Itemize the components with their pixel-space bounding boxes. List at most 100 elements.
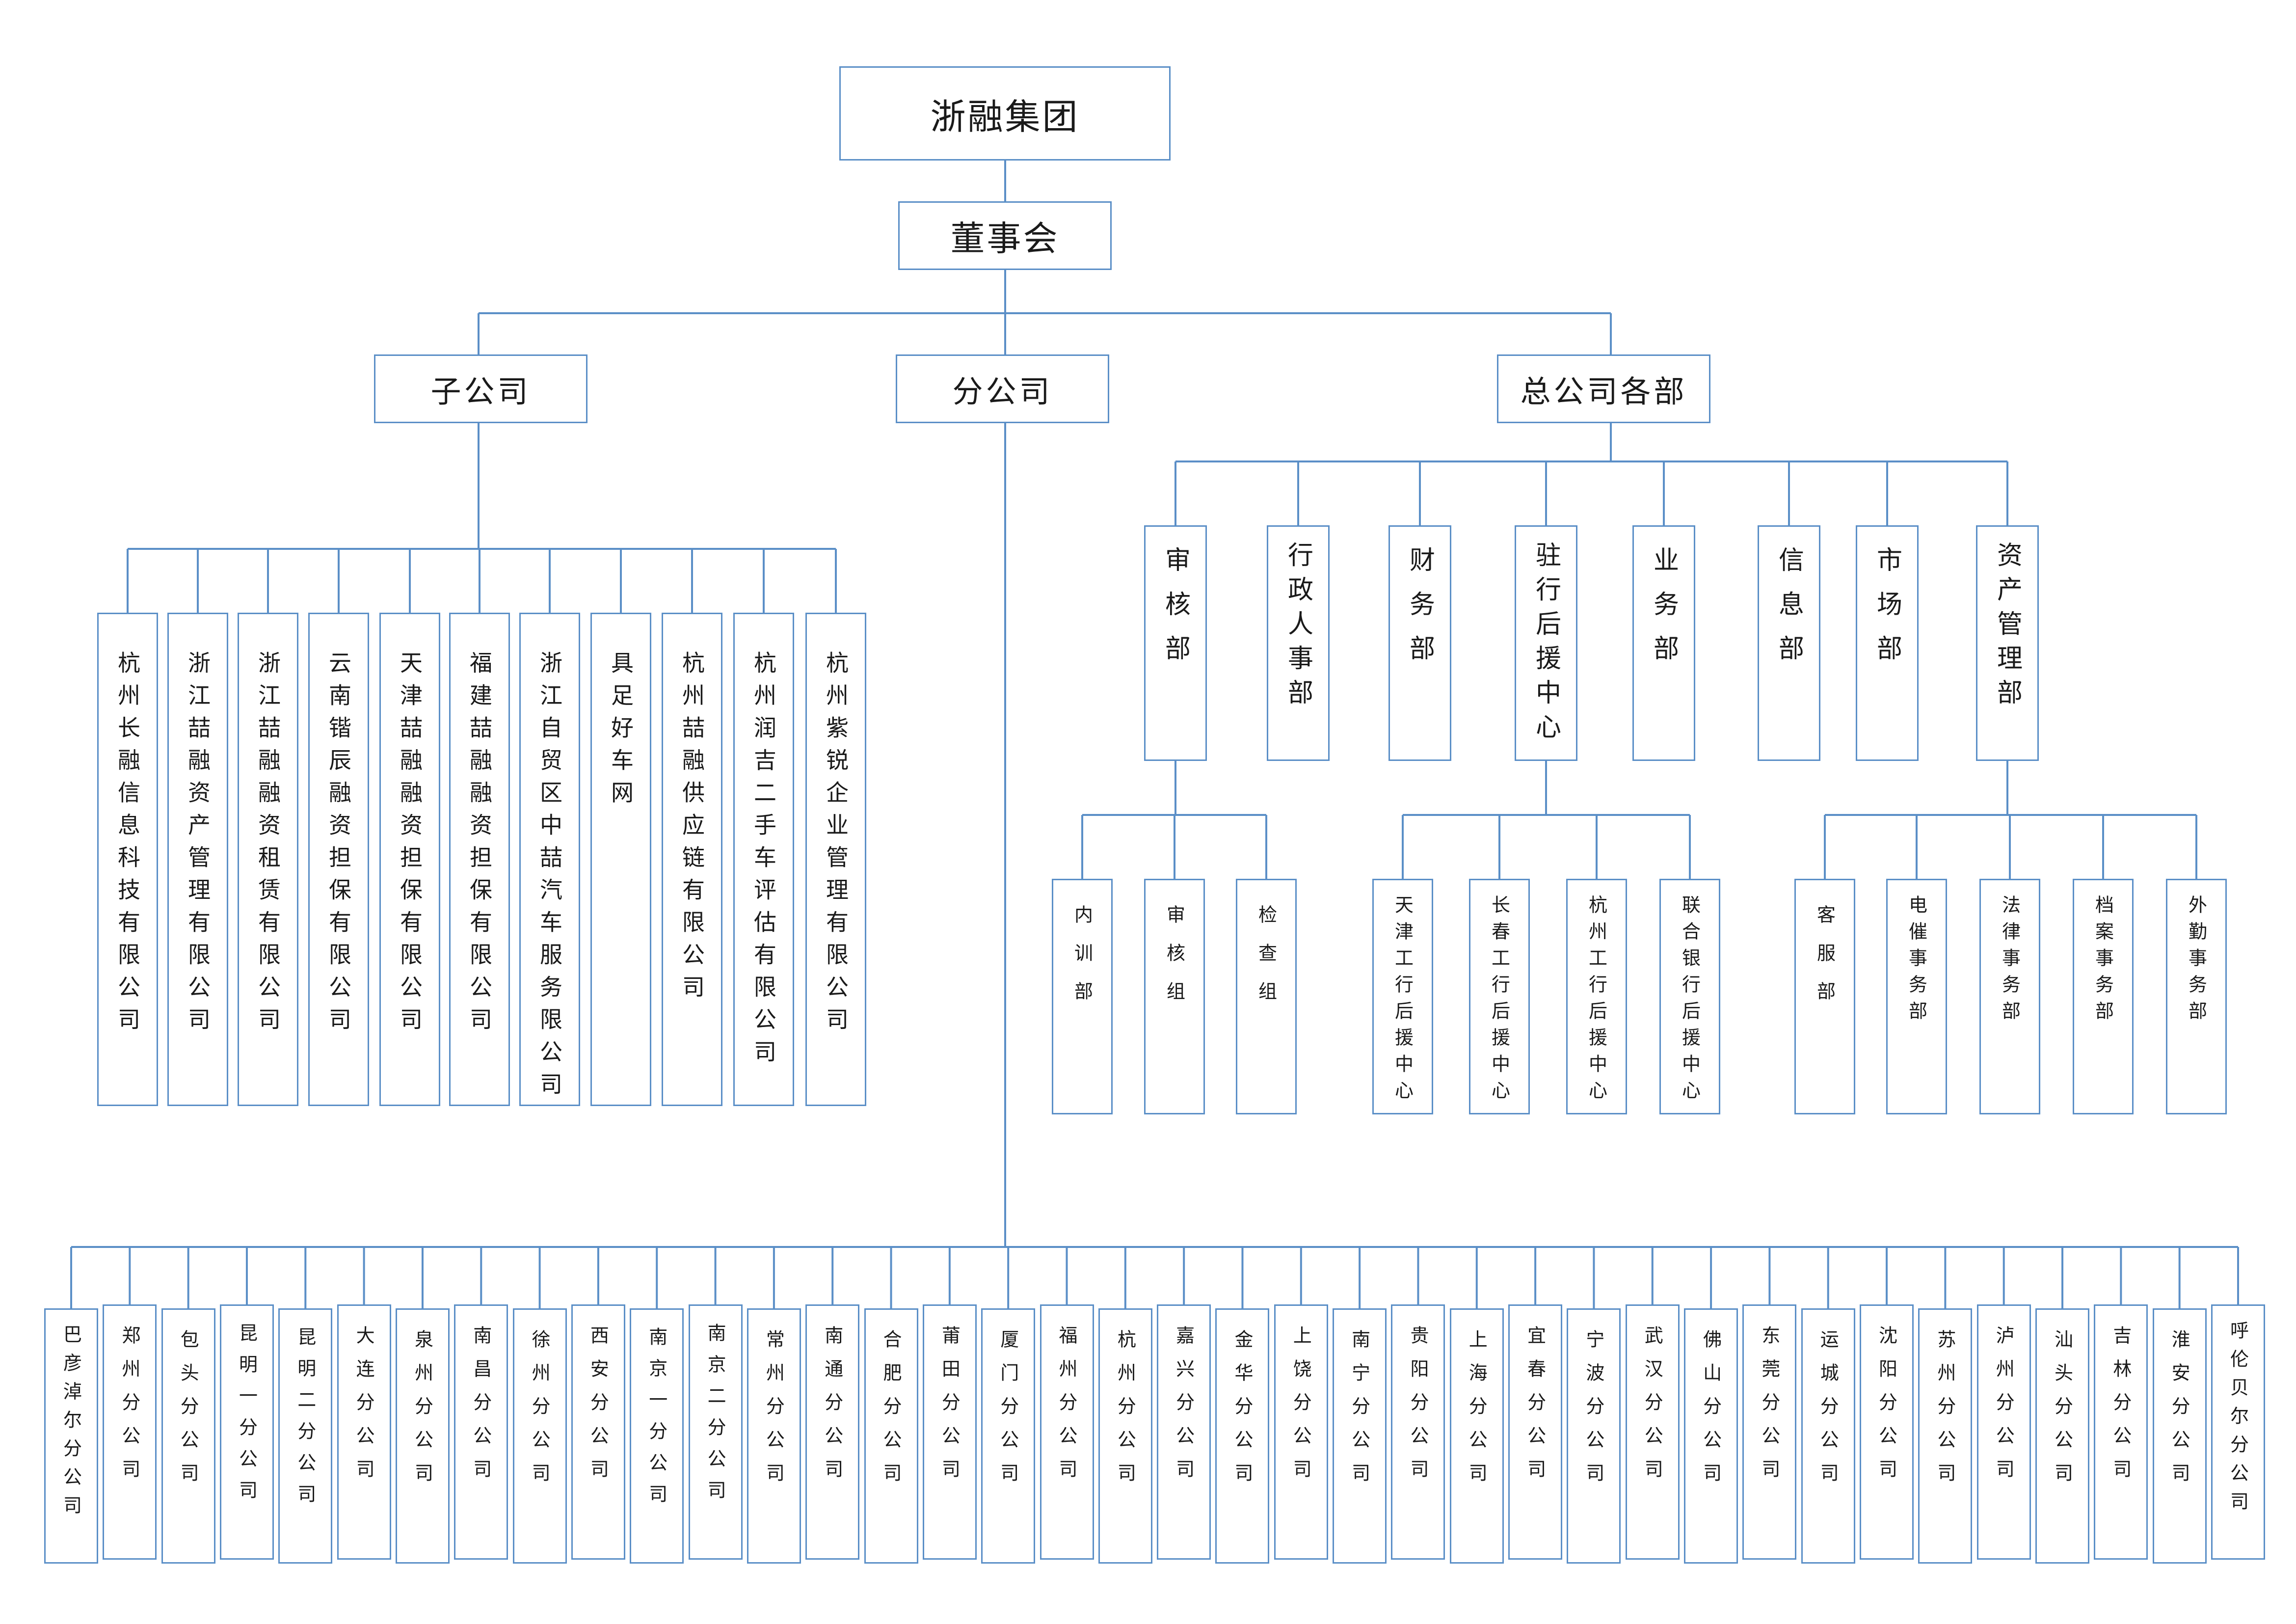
team-box-label: 外勤事务部 [2185, 895, 2207, 1028]
branch-office-box: 宁波分公司 [1567, 1308, 1621, 1564]
branch-office-box-label: 上海分公司 [1466, 1329, 1488, 1496]
branch-office-box: 厦门分公司 [981, 1308, 1036, 1564]
team-box: 法律事务部 [1979, 879, 2040, 1114]
subsidiary-box-label: 福建喆融融资担保有限公司 [466, 651, 493, 1040]
branch-office-box-label: 运城分公司 [1817, 1329, 1839, 1496]
branch-office-box: 昆明一分公司 [219, 1304, 274, 1560]
team-box-label: 内训部 [1071, 905, 1093, 1020]
branch-office-box: 南京一分公司 [630, 1308, 684, 1564]
subsidiary-box-label: 浙江喆融资产管理有限公司 [185, 651, 211, 1040]
branch-office-box-label: 大连分公司 [353, 1326, 375, 1492]
branch-office-box: 常州分公司 [747, 1308, 801, 1564]
branch-office-box-label: 合肥分公司 [880, 1329, 902, 1496]
subsidiary-box: 天津喆融融资担保有限公司 [379, 613, 440, 1106]
branch-office-box-label: 泉州分公司 [411, 1329, 433, 1496]
subsidiaries-node: 子公司 [374, 354, 587, 423]
branch-office-box: 苏州分公司 [1918, 1308, 1973, 1564]
subsidiary-box: 浙江自贸区中喆汽车服务限公司 [519, 613, 580, 1106]
branch-office-box: 嘉兴分公司 [1157, 1304, 1211, 1560]
subsidiary-box-label: 浙江喆融融资租赁有限公司 [255, 651, 281, 1040]
branch-office-box-label: 呼伦贝尔分公司 [2227, 1321, 2249, 1520]
branch-office-box: 上饶分公司 [1274, 1304, 1328, 1560]
branch-office-box-label: 东莞分公司 [1758, 1326, 1780, 1492]
subsidiary-box: 具足好车网 [590, 613, 651, 1106]
team-box-label: 杭州工行后援中心 [1585, 895, 1607, 1107]
branch-office-box-label: 南宁分公司 [1348, 1329, 1370, 1496]
subsidiary-box: 杭州紫锐企业管理有限公司 [805, 613, 866, 1106]
department-box-label: 驻行后援中心 [1531, 541, 1561, 748]
branch-office-box-label: 嘉兴分公司 [1173, 1326, 1195, 1492]
team-box: 审核组 [1144, 879, 1205, 1114]
branch-office-box: 东莞分公司 [1742, 1304, 1797, 1560]
team-box: 内训部 [1052, 879, 1113, 1114]
team-box: 外勤事务部 [2166, 879, 2227, 1114]
branch-office-box-label: 沈阳分公司 [1875, 1326, 1897, 1492]
hq-departments-node: 总公司各部 [1497, 354, 1710, 423]
root-node: 浙融集团 [839, 66, 1171, 161]
team-box-label: 法律事务部 [1999, 895, 2021, 1028]
subsidiary-box-label: 具足好车网 [608, 651, 634, 813]
branch-office-box-label: 福州分公司 [1056, 1326, 1077, 1492]
subsidiary-box-label: 杭州紫锐企业管理有限公司 [823, 651, 849, 1040]
branch-office-box-label: 宁波分公司 [1582, 1329, 1604, 1496]
branch-office-box: 呼伦贝尔分公司 [2211, 1304, 2265, 1560]
branch-office-box-label: 南京一分公司 [645, 1327, 667, 1516]
team-box: 客服部 [1794, 879, 1855, 1114]
branch-offices-label: 分公司 [952, 374, 1053, 409]
branch-office-box: 宜春分公司 [1508, 1304, 1563, 1560]
department-box: 驻行后援中心 [1515, 525, 1577, 761]
department-box: 审核部 [1144, 525, 1207, 761]
subsidiaries-label: 子公司 [430, 374, 531, 409]
root-label: 浙融集团 [930, 96, 1080, 137]
subsidiary-box: 福建喆融融资担保有限公司 [449, 613, 510, 1106]
branch-office-box-label: 西安分公司 [587, 1326, 609, 1492]
department-box-label: 信息部 [1774, 546, 1804, 679]
subsidiary-box-label: 云南锴辰融资担保有限公司 [325, 651, 352, 1040]
department-box: 行政人事部 [1267, 525, 1330, 761]
subsidiary-box: 杭州润吉二手车评估有限公司 [733, 613, 794, 1106]
branch-office-box-label: 贵阳分公司 [1407, 1326, 1429, 1492]
subsidiary-box: 云南锴辰融资担保有限公司 [308, 613, 369, 1106]
branch-office-box: 汕头分公司 [2035, 1308, 2090, 1564]
team-box-label: 档案事务部 [2092, 895, 2114, 1028]
team-box: 杭州工行后援中心 [1566, 879, 1627, 1114]
subsidiary-box-label: 杭州润吉二手车评估有限公司 [750, 651, 777, 1072]
branch-office-box-label: 南昌分公司 [470, 1326, 492, 1492]
department-box: 资产管理部 [1976, 525, 2039, 761]
branch-office-box: 运城分公司 [1801, 1308, 1855, 1564]
branch-office-box: 昆明二分公司 [278, 1308, 333, 1564]
team-box: 联合银行后援中心 [1659, 879, 1720, 1114]
branch-office-box-label: 常州分公司 [763, 1329, 785, 1496]
department-box-label: 财务部 [1405, 546, 1435, 679]
department-box: 市场部 [1856, 525, 1919, 761]
subsidiary-box-label: 浙江自贸区中喆汽车服务限公司 [536, 651, 563, 1105]
subsidiary-box-label: 天津喆融融资担保有限公司 [397, 651, 423, 1040]
branch-office-box: 福州分公司 [1040, 1304, 1094, 1560]
branch-office-box: 泸州分公司 [1976, 1304, 2031, 1560]
branch-office-box: 巴彦淖尔分公司 [44, 1308, 98, 1564]
subsidiary-box-label: 杭州喆融供应链有限公司 [679, 651, 705, 1007]
branch-office-box-label: 淮安分公司 [2168, 1329, 2190, 1496]
team-box: 检查组 [1236, 879, 1297, 1114]
branch-office-box: 淮安分公司 [2152, 1308, 2207, 1564]
department-box-label: 行政人事部 [1283, 541, 1313, 713]
branch-office-box: 泉州分公司 [395, 1308, 450, 1564]
branch-office-box: 包头分公司 [161, 1308, 215, 1564]
subsidiary-box: 杭州喆融供应链有限公司 [662, 613, 722, 1106]
branch-office-box: 杭州分公司 [1098, 1308, 1152, 1564]
branch-office-box: 郑州分公司 [103, 1304, 157, 1560]
branch-office-box: 沈阳分公司 [1860, 1304, 1914, 1560]
branch-office-box-label: 苏州分公司 [1934, 1329, 1956, 1496]
subsidiary-box: 浙江喆融资产管理有限公司 [167, 613, 228, 1106]
branch-office-box: 金华分公司 [1215, 1308, 1270, 1564]
branch-office-box: 贵阳分公司 [1391, 1304, 1445, 1560]
team-box: 天津工行后援中心 [1372, 879, 1433, 1114]
team-box-label: 天津工行后援中心 [1391, 895, 1414, 1107]
branch-office-box-label: 昆明二分公司 [294, 1327, 316, 1516]
department-box-label: 审核部 [1160, 546, 1190, 679]
branch-office-box: 大连分公司 [337, 1304, 391, 1560]
branch-office-box-label: 武汉分公司 [1641, 1326, 1663, 1492]
branch-office-box: 合肥分公司 [864, 1308, 918, 1564]
branch-office-box: 徐州分公司 [512, 1308, 567, 1564]
team-box: 电催事务部 [1886, 879, 1947, 1114]
